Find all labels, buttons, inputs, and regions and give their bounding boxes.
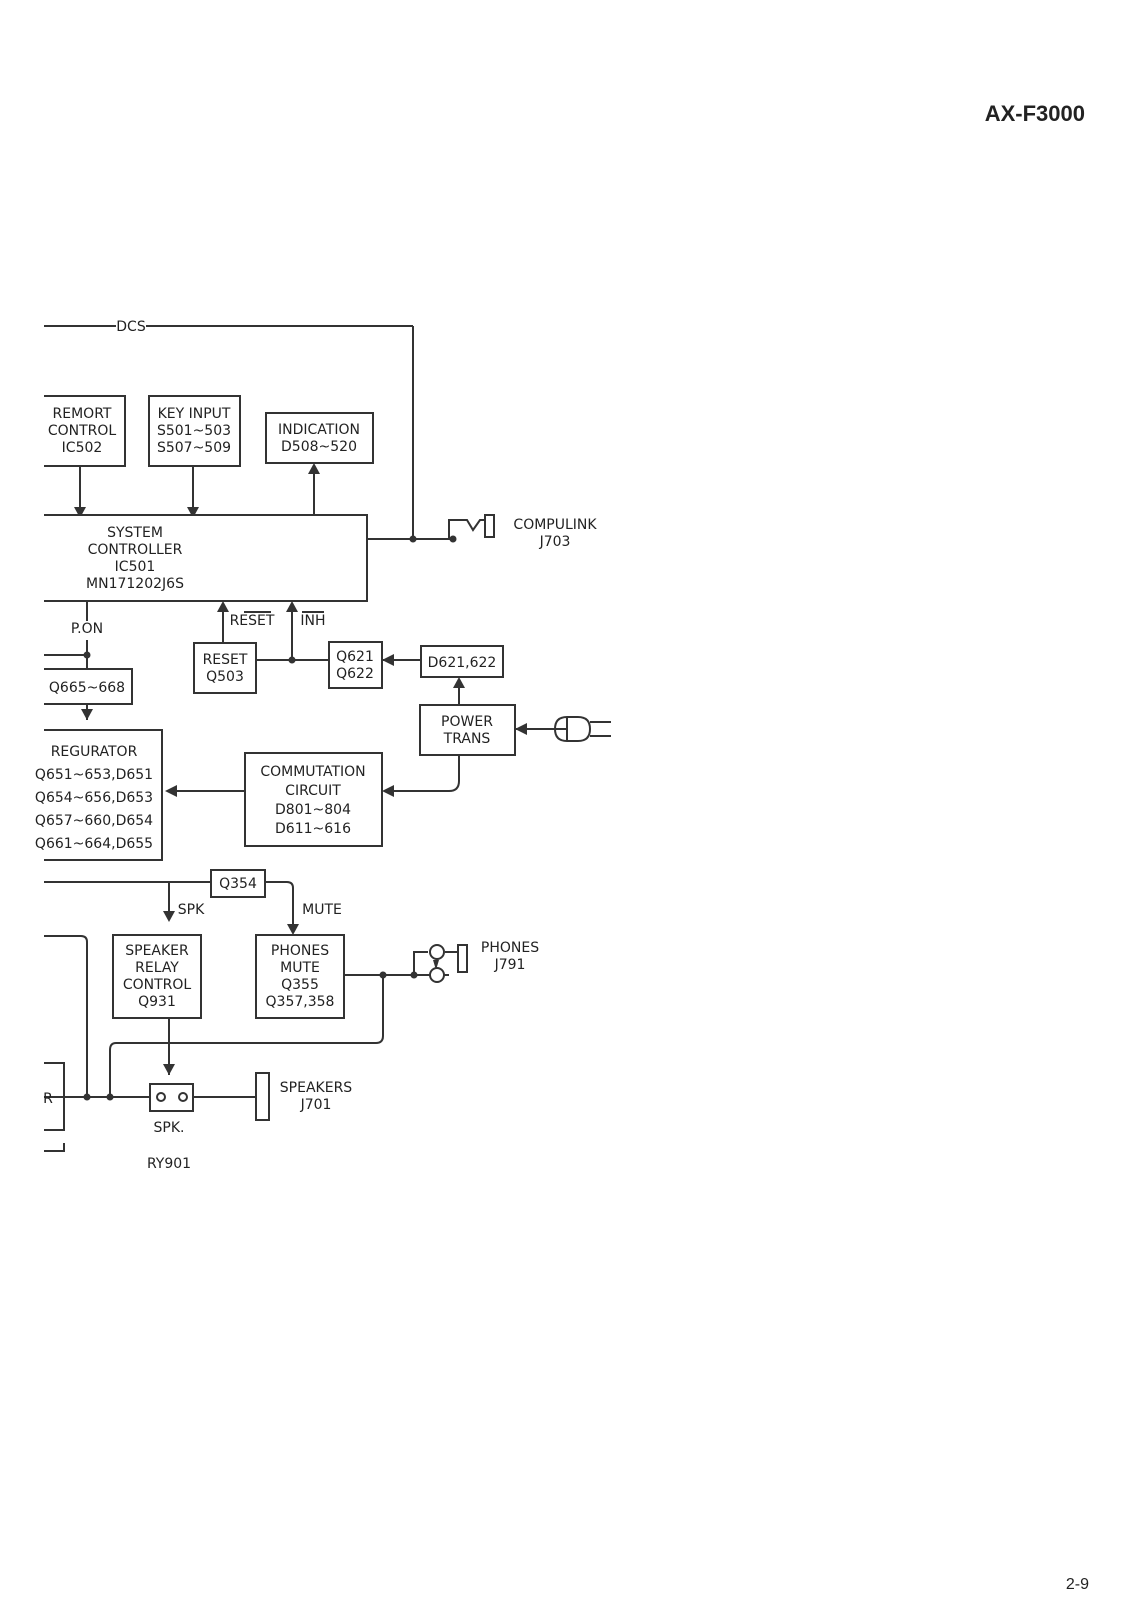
inh-signal-label: INH [300,613,325,629]
commutation-line2: CIRCUIT [285,783,341,799]
spk-relay-label: SPK. [154,1120,185,1136]
wires [44,325,611,1152]
system-controller-line4: MN171202J6S [86,576,184,592]
phones-mute-line4: Q357,358 [266,994,335,1010]
remort-control-line1: REMORT [53,406,112,422]
phones-mute-block [255,934,345,1019]
relay-contact-left [156,1092,166,1102]
key-input-line2: S501~503 [157,423,231,439]
remort-control-block [44,395,126,467]
q665-label: Q665~668 [49,680,125,696]
indication-line2: D508~520 [281,439,357,455]
q354-label: Q354 [219,876,257,892]
pon-label: P.ON [71,621,103,637]
reset-block-line2: Q503 [206,669,244,685]
spk-signal-label: SPK [178,902,205,918]
speaker-relay-line2: RELAY [135,960,179,976]
phones-mute-line1: PHONES [271,943,329,959]
reset-signal-label: RESET [230,613,275,629]
q621-line1: Q621 [336,649,374,665]
commutation-circuit-block [244,752,383,847]
system-controller-line1: SYSTEM [107,525,163,541]
system-controller-block [44,514,368,602]
indication-block [265,412,374,464]
regurator-line2: Q651~653,D651 [35,767,153,783]
q665-block [44,668,133,705]
power-trans-line1: POWER [441,714,493,730]
power-trans-block [419,704,516,756]
indication-line1: INDICATION [278,422,360,438]
model-name: AX-F3000 [985,101,1085,126]
speaker-relay-control-block [112,934,202,1019]
regurator-line5: Q661~664,D655 [35,836,153,852]
q354-block [210,869,266,898]
phones-jack-line2: J791 [494,957,526,973]
phones-jack-line1: PHONES [481,940,539,956]
regurator-line3: Q654~656,D653 [35,790,153,806]
reset-block [193,642,257,694]
q621-line2: Q622 [336,666,374,682]
compulink-jack [484,514,495,538]
mute-signal-label: MUTE [302,902,342,918]
key-input-block [148,395,241,467]
system-controller-line3: IC501 [115,559,156,575]
d621-label: D621,622 [428,655,497,671]
arrowheads [74,463,527,1075]
reset-block-line1: RESET [203,652,248,668]
q621-block [328,641,383,689]
d621-block [420,645,504,678]
system-controller-line2: CONTROLLER [88,542,183,558]
speakers-line2: J701 [300,1097,332,1113]
phones-mute-line3: Q355 [281,977,319,993]
phones-contact-top [429,944,445,960]
commutation-line3: D801~804 [275,802,351,818]
regurator-title: REGURATOR [51,744,138,760]
phones-contact-bottom [429,967,445,983]
commutation-line1: COMMUTATION [260,764,365,780]
relay-contact-right [178,1092,188,1102]
regurator-block [44,729,163,861]
phones-mute-line2: MUTE [280,960,320,976]
remort-control-line3: IC502 [62,440,103,456]
page-number: 2-9 [1066,1576,1089,1593]
compulink-line2: J703 [539,534,571,550]
speaker-relay-line4: Q931 [138,994,176,1010]
speaker-relay-line3: CONTROL [123,977,192,993]
speakers-terminal [255,1072,270,1121]
cut-block-label: R [43,1091,53,1107]
compulink-line1: COMPULINK [513,517,597,533]
key-input-line1: KEY INPUT [158,406,231,422]
junction-dots [83,535,457,1101]
speakers-line1: SPEAKERS [280,1080,353,1096]
dcs-label: DCS [116,319,146,335]
key-input-line3: S507~509 [157,440,231,456]
ry901-label: RY901 [147,1156,191,1172]
power-trans-line2: TRANS [443,731,491,747]
speaker-relay-line1: SPEAKER [125,943,189,959]
commutation-line4: D611~616 [275,821,351,837]
phones-jack [457,944,468,973]
remort-control-line2: CONTROL [48,423,117,439]
regurator-line4: Q657~660,D654 [35,813,153,829]
